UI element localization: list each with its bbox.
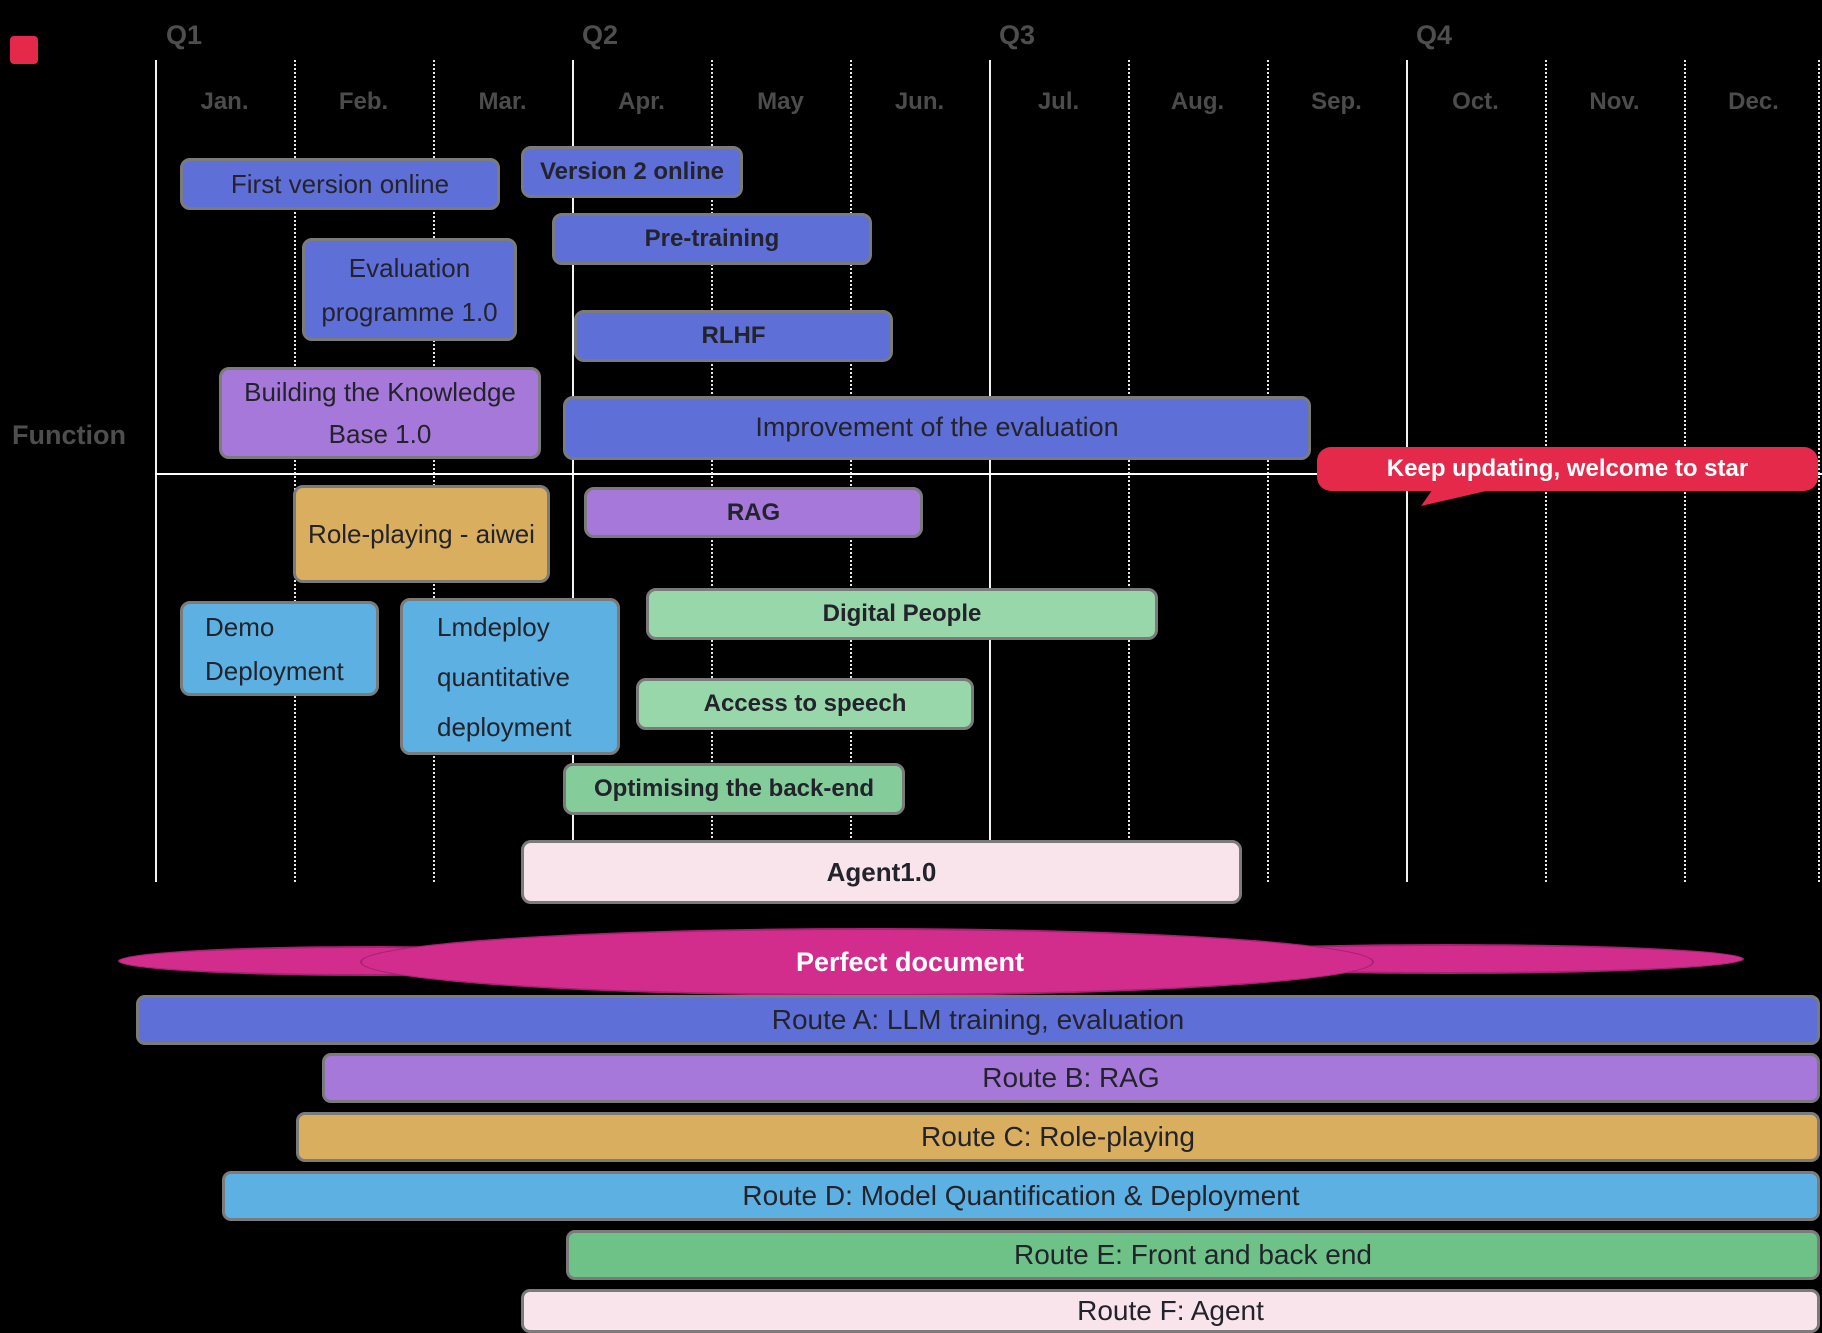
task-bar-label: Lmdeploy quantitative deployment	[437, 611, 572, 742]
route-label: Route E: Front and back end	[1014, 1239, 1372, 1270]
task-bar-demo-deployment: Demo Deployment	[180, 601, 379, 696]
month-gridline	[294, 60, 296, 882]
task-bar-lmdeploy-deployment: Lmdeploy quantitative deployment	[400, 598, 620, 755]
task-bar-rlhf: RLHF	[574, 310, 893, 362]
month-label-feb: Feb.	[338, 88, 389, 115]
task-bar-agent-1-0: Agent1.0	[521, 840, 1242, 904]
month-label-apr: Apr.	[618, 88, 665, 115]
task-bar-label: Evaluation programme 1.0	[321, 252, 498, 327]
month-label-may: May	[757, 88, 804, 115]
month-gridline	[711, 60, 713, 882]
row-label-function: Function	[12, 420, 126, 450]
task-bar-label: Role-playing - aiwei	[308, 518, 535, 549]
task-bar-building-knowledge-base: Building the Knowledge Base 1.0	[219, 367, 541, 459]
task-bar-label: Digital People	[822, 600, 982, 627]
route-label: Route B: RAG	[982, 1062, 1160, 1093]
task-bar-label: Demo Deployment	[205, 611, 344, 686]
quarter-gridline	[572, 60, 574, 882]
task-bar-label: Improvement of the evaluation	[755, 412, 1119, 443]
task-bar-label: Agent1.0	[826, 856, 937, 887]
route-bar-e: Route E: Front and back end	[566, 1230, 1820, 1280]
route-label: Route D: Model Quantification & Deployme…	[742, 1180, 1300, 1211]
task-bar-label: Access to speech	[703, 690, 907, 717]
route-label: Route A: LLM training, evaluation	[771, 1004, 1185, 1035]
red-corner-marker	[10, 36, 38, 64]
callout-keep-updating: Keep updating, welcome to star	[1317, 447, 1818, 506]
task-bar-label: Building the Knowledge Base 1.0	[244, 377, 516, 449]
route-bar-d: Route D: Model Quantification & Deployme…	[222, 1171, 1820, 1221]
task-bar-role-playing-aiwei: Role-playing - aiwei	[293, 485, 550, 583]
month-label-sep: Sep.	[1311, 88, 1362, 115]
callout-tail	[1421, 489, 1495, 506]
quarter-label-q2: Q2	[582, 20, 619, 50]
task-bar-label: Version 2 online	[539, 158, 725, 185]
task-bar-label: RAG	[726, 498, 781, 526]
route-bar-b: Route B: RAG	[322, 1053, 1820, 1103]
month-label-jun: Jun.	[894, 88, 945, 115]
task-bar-pre-training: Pre-training	[552, 213, 872, 265]
route-bar-f: Route F: Agent	[521, 1289, 1820, 1333]
quarter-label-q4: Q4	[1416, 20, 1453, 50]
month-label-dec: Dec.	[1728, 88, 1779, 115]
month-gridline	[1818, 60, 1820, 882]
task-bar-label: First version online	[230, 168, 450, 199]
callout-label: Keep updating, welcome to star	[1386, 455, 1749, 482]
quarter-label-q3: Q3	[999, 20, 1036, 50]
route-bar-c: Route C: Role-playing	[296, 1112, 1820, 1162]
month-label-nov: Nov.	[1589, 88, 1640, 115]
quarter-gridline	[155, 60, 157, 882]
task-bar-optimising-back-end: Optimising the back-end	[563, 763, 905, 815]
task-bar-first-version-online: First version online	[180, 158, 500, 210]
quarter-gridline	[989, 60, 991, 882]
function-row-divider	[155, 473, 1822, 475]
task-bar-label: Optimising the back-end	[593, 775, 875, 802]
month-gridline	[850, 60, 852, 882]
task-bar-rag: RAG	[584, 487, 923, 538]
month-label-mar: Mar.	[478, 88, 527, 115]
month-gridline	[1267, 60, 1269, 882]
month-gridline	[433, 60, 435, 882]
task-bar-digital-people: Digital People	[646, 588, 1158, 640]
task-bar-version-2-online: Version 2 online	[521, 146, 743, 198]
month-label-oct: Oct.	[1452, 88, 1499, 115]
route-label: Route F: Agent	[1077, 1295, 1264, 1326]
banner-stroke-main	[360, 928, 1374, 996]
task-bar-evaluation-programme: Evaluation programme 1.0	[302, 238, 517, 341]
month-gridline	[1128, 60, 1130, 882]
task-bar-label: RLHF	[701, 322, 766, 349]
route-label: Route C: Role-playing	[921, 1121, 1195, 1152]
quarter-label-q1: Q1	[166, 20, 203, 50]
task-bar-access-to-speech: Access to speech	[636, 678, 974, 730]
task-bar-improvement-evaluation: Improvement of the evaluation	[563, 396, 1311, 460]
month-label-aug: Aug.	[1170, 88, 1225, 115]
perfect-document-banner: Perfect document	[795, 946, 1025, 977]
month-label-jul: Jul.	[1037, 88, 1080, 115]
task-bar-label: Pre-training	[644, 225, 780, 252]
month-label-jan: Jan.	[200, 88, 249, 115]
route-bar-a: Route A: LLM training, evaluation	[136, 995, 1820, 1045]
